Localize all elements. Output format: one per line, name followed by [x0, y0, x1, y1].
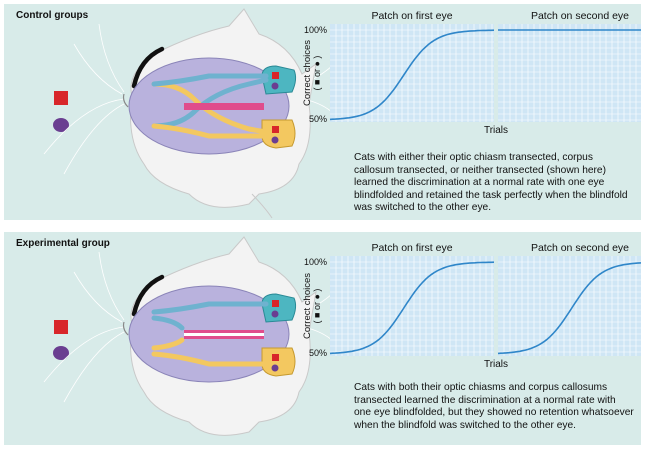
x-axis-label: Trials: [484, 359, 508, 370]
subplot-title: Patch on second eye: [531, 10, 629, 22]
plot-background: [330, 24, 494, 122]
y-tick-label: 50%: [309, 348, 327, 358]
subplot-title: Patch on first eye: [371, 242, 452, 254]
experimental-panel: Experimental group: [4, 232, 641, 445]
y-axis-sublabel: ( ■ or ● ): [312, 289, 322, 324]
y-tick-label: 100%: [304, 257, 327, 267]
y-tick-label: 50%: [309, 114, 327, 124]
plot-background: [498, 24, 641, 122]
control-panel: Control groups: [4, 4, 641, 220]
subplot-title: Patch on first eye: [371, 10, 452, 22]
caption: Cats with either their optic chiasm tran…: [354, 152, 634, 215]
caption: Cats with both their optic chiasms and c…: [354, 382, 634, 432]
y-tick-label: 100%: [304, 25, 327, 35]
plot-background: [498, 256, 641, 356]
subplot-title: Patch on second eye: [531, 242, 629, 254]
x-axis-label: Trials: [484, 125, 508, 136]
y-axis-sublabel: ( ■ or ● ): [312, 56, 322, 91]
plot-background: [330, 256, 494, 356]
